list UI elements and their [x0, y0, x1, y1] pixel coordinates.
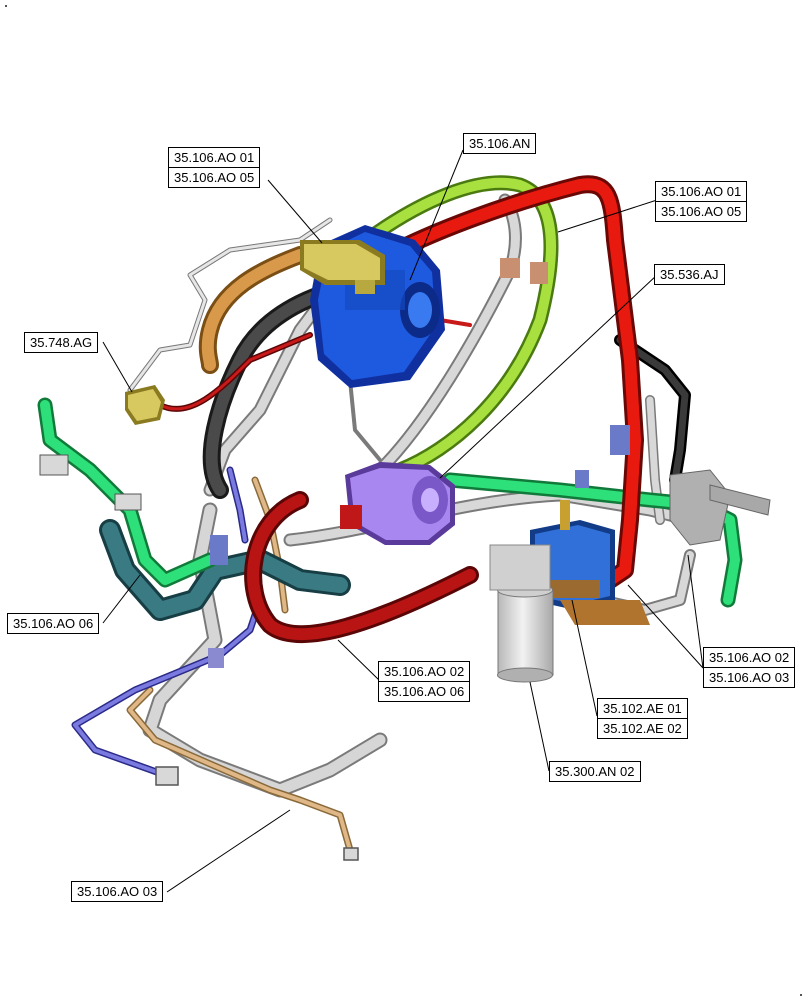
orange-hose	[198, 246, 309, 374]
callout-label: 35.102.AE 01	[603, 701, 682, 716]
callout-35-106-an: 35.106.AN	[463, 133, 537, 154]
pump-manifold	[300, 240, 385, 294]
callout-35-106-ao-03: 35.106.AO 03	[71, 881, 164, 902]
callout-35-106-ao-02-06: 35.106.AO 02 35.106.AO 06	[378, 661, 471, 702]
callout-label: 35.106.AO 05	[169, 167, 260, 187]
oil-filter	[489, 544, 554, 683]
callout-label: 35.106.AO 01	[661, 184, 742, 199]
callout-label: 35.106.AO 03	[77, 884, 158, 899]
yellow-green-hose	[352, 175, 559, 478]
black-hose	[614, 334, 691, 486]
tan-line	[126, 476, 354, 854]
blue-line	[71, 466, 264, 779]
callout-label: 35.536.AJ	[660, 267, 719, 282]
callout-label: 35.106.AO 03	[704, 667, 795, 687]
callout-label: 35.106.AO 06	[379, 681, 470, 701]
red-hoses	[157, 175, 644, 644]
callout-35-106-ao-01-05-upper-left: 35.106.AO 01 35.106.AO 05	[168, 147, 261, 188]
callout-label: 35.106.AN	[469, 136, 531, 151]
corner-marks	[5, 5, 802, 996]
callout-leader-lines	[102, 149, 704, 893]
callout-label: 35.106.AO 02	[384, 664, 465, 679]
callout-35-300-an-02: 35.300.AN 02	[549, 761, 641, 782]
callout-label: 35.106.AO 06	[13, 616, 94, 631]
callout-label: 35.748.AG	[30, 335, 93, 350]
dark-grey-hose	[202, 281, 344, 499]
purple-motor	[340, 462, 455, 545]
callout-label: 35.300.AN 02	[555, 764, 635, 779]
callout-35-106-ao-06: 35.106.AO 06	[7, 613, 100, 634]
callout-35-536-aj: 35.536.AJ	[654, 264, 725, 285]
brackets-and-fittings	[39, 258, 771, 861]
callout-35-106-ao-02-03: 35.106.AO 02 35.106.AO 03	[703, 647, 796, 688]
callout-35-102-ae-01-02: 35.102.AE 01 35.102.AE 02	[597, 698, 688, 739]
callout-label: 35.106.AO 01	[174, 150, 255, 165]
callout-label: 35.106.AO 02	[709, 650, 790, 665]
callout-35-106-ao-01-05-right: 35.106.AO 01 35.106.AO 05	[655, 181, 748, 222]
callout-35-748-ag: 35.748.AG	[24, 332, 99, 353]
callout-label: 35.106.AO 05	[656, 201, 747, 221]
callout-label: 35.102.AE 02	[598, 718, 687, 738]
teal-hose	[99, 519, 351, 621]
